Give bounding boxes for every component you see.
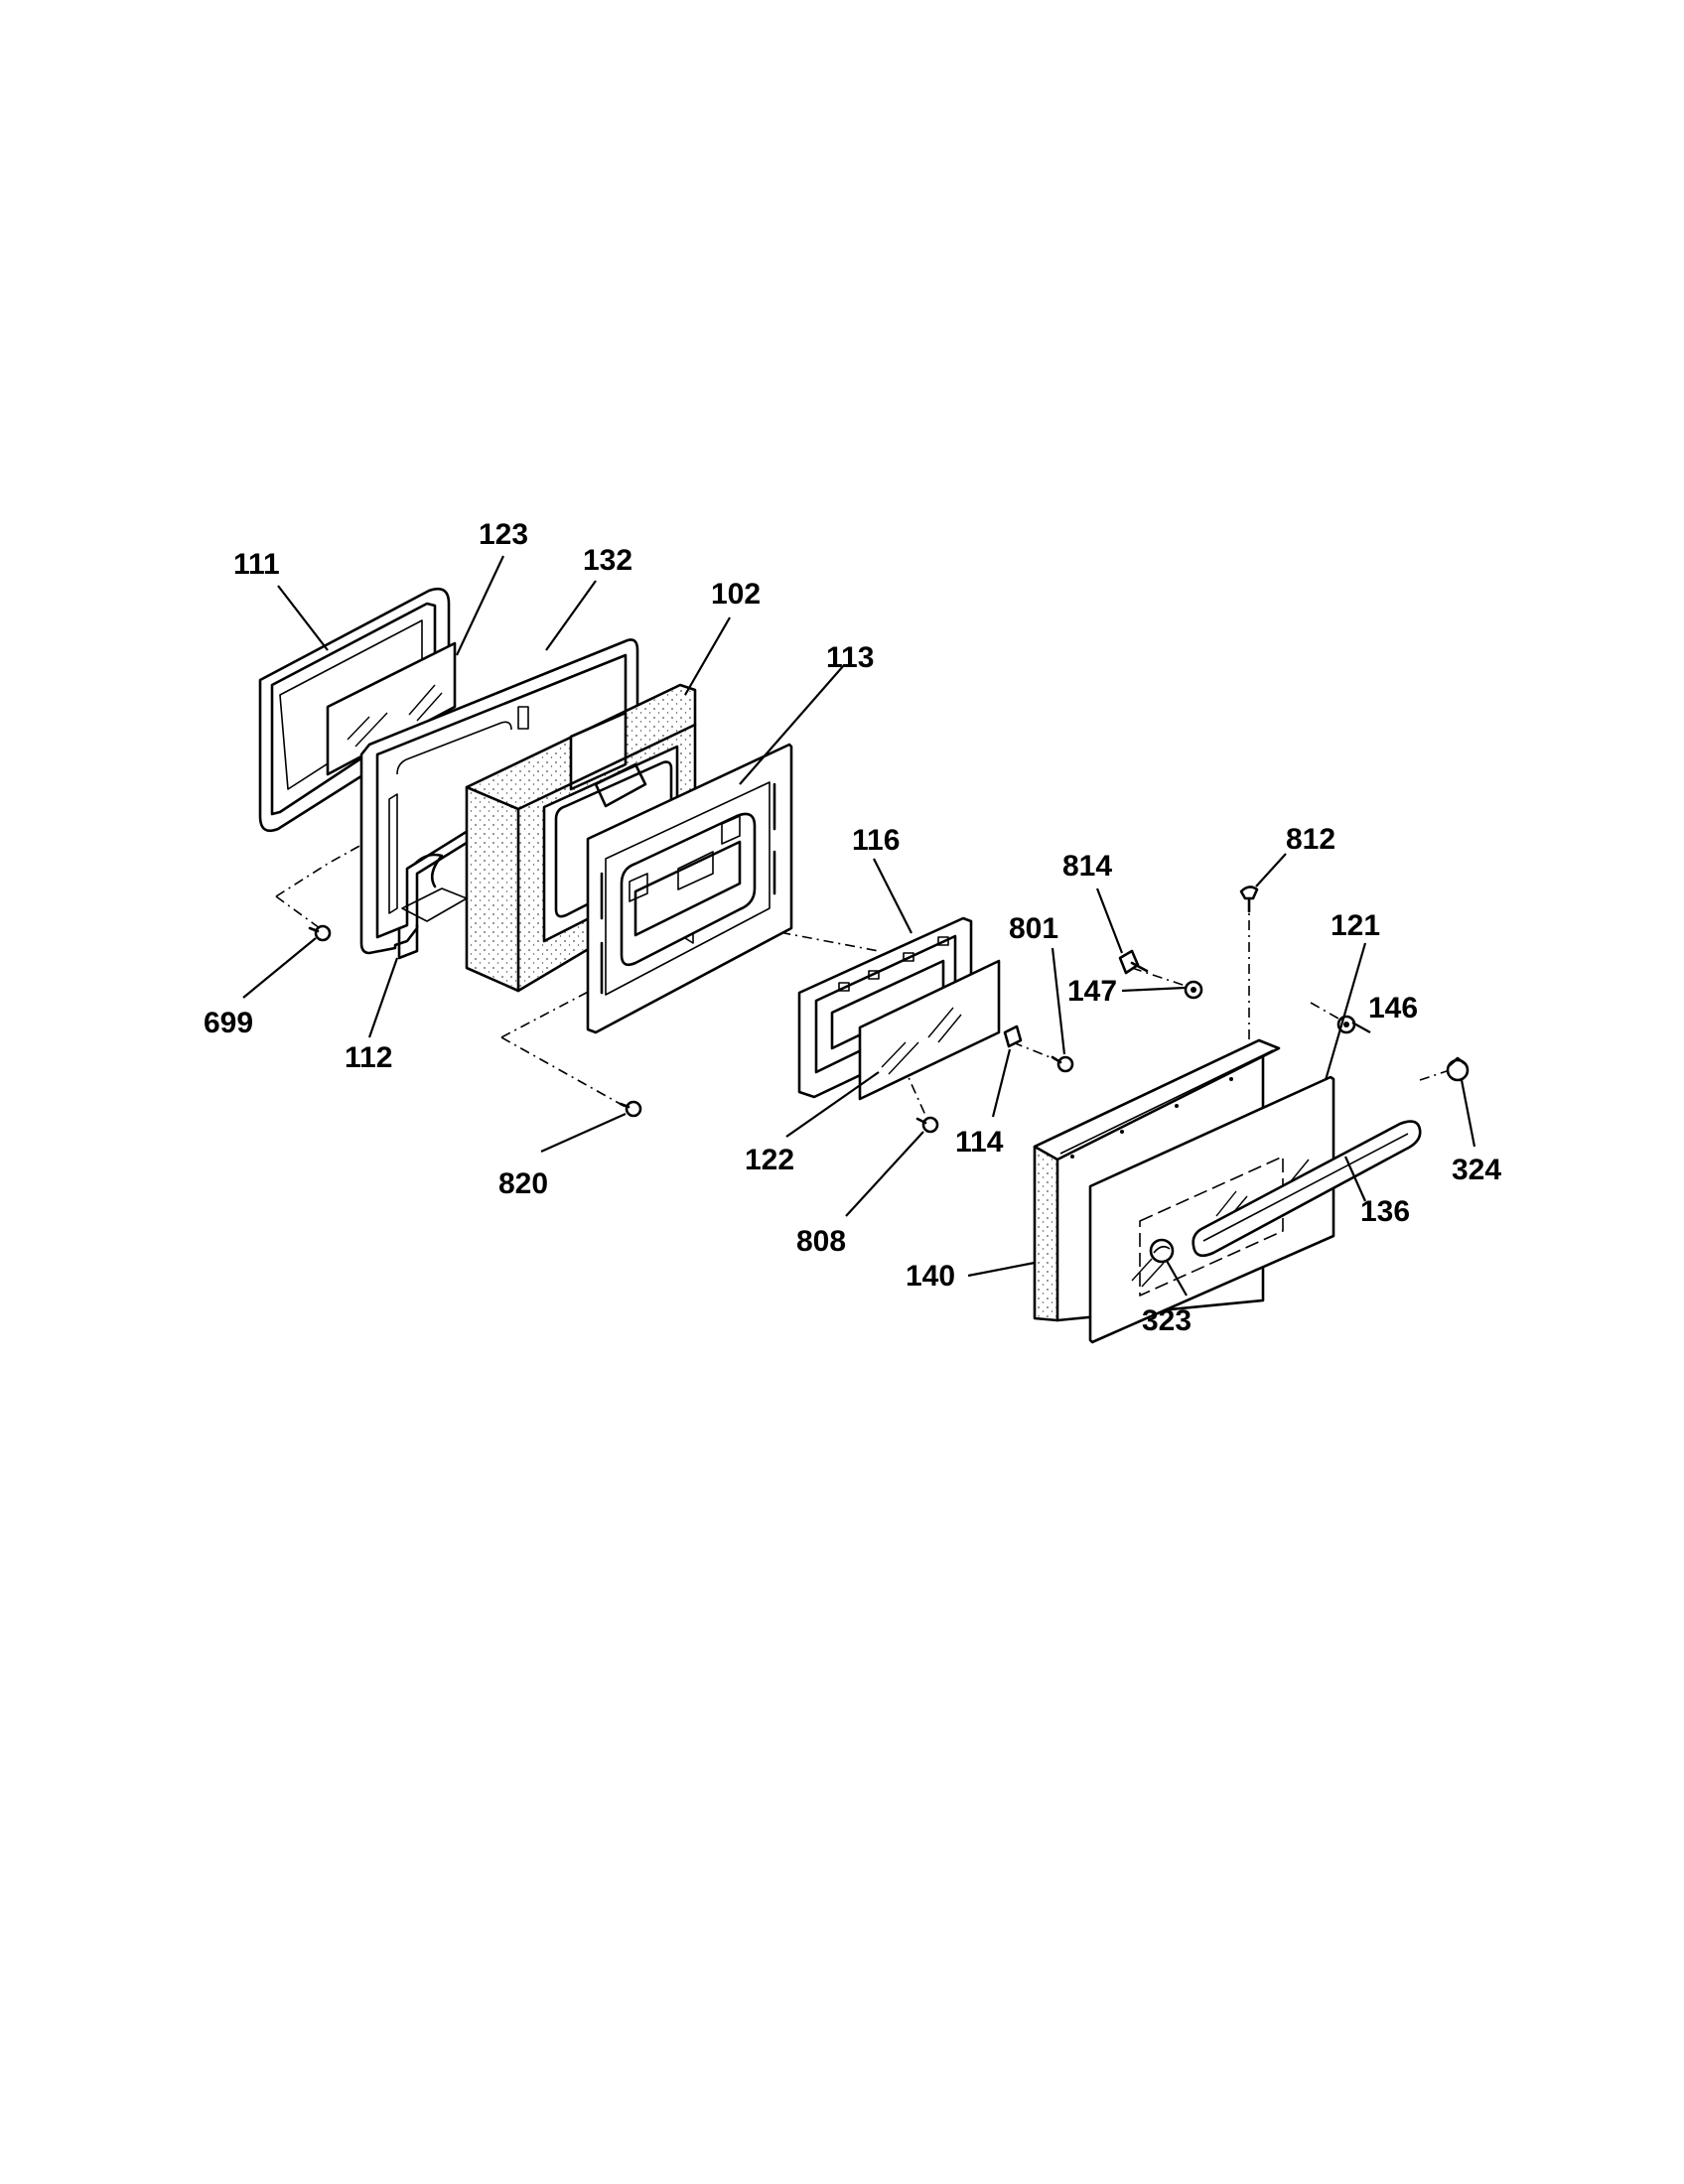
callout-812: 812	[1286, 823, 1335, 856]
part-808-screw	[915, 1116, 939, 1134]
part-123-glass-panel	[326, 641, 457, 776]
part-820-screw	[619, 1100, 642, 1118]
callout-122: 122	[745, 1144, 794, 1176]
part-136-door-handle	[1192, 1120, 1422, 1258]
callout-147: 147	[1067, 975, 1117, 1008]
callout-132: 132	[583, 544, 632, 577]
callout-808: 808	[796, 1225, 846, 1258]
callout-labels: 111 123 132 102 113 116 699 112 820 122 …	[204, 518, 1501, 1337]
callout-140: 140	[906, 1260, 955, 1293]
callout-112: 112	[345, 1041, 392, 1074]
callout-102: 102	[711, 578, 761, 611]
part-324-handle-end-cap-right	[1446, 1056, 1470, 1082]
callout-324: 324	[1452, 1154, 1501, 1186]
callout-820: 820	[498, 1167, 548, 1200]
part-122-inner-glass	[858, 959, 1001, 1101]
part-699-screw	[308, 924, 332, 942]
callout-699: 699	[204, 1007, 253, 1039]
callout-116: 116	[852, 824, 900, 857]
part-812-screw	[1239, 886, 1259, 913]
callout-146: 146	[1368, 992, 1418, 1024]
part-323-handle-end-cap-left	[1149, 1238, 1175, 1264]
part-114-clip	[1003, 1024, 1023, 1048]
callout-113: 113	[826, 641, 874, 674]
part-121-outer-door-glass	[1088, 1075, 1335, 1344]
part-113-inner-door-panel	[586, 743, 793, 1034]
leader-lines	[242, 555, 1476, 1297]
callout-814: 814	[1062, 850, 1112, 883]
part-801-screw	[1051, 1055, 1074, 1073]
callout-136: 136	[1360, 1195, 1410, 1228]
callout-111: 111	[233, 548, 280, 581]
callout-114: 114	[955, 1126, 1004, 1159]
callout-123: 123	[479, 518, 528, 551]
part-814-screw	[1118, 949, 1149, 975]
part-147-nut	[1184, 980, 1203, 1000]
callout-121: 121	[1331, 909, 1380, 942]
callout-323: 323	[1142, 1304, 1192, 1337]
callout-801: 801	[1009, 912, 1058, 945]
